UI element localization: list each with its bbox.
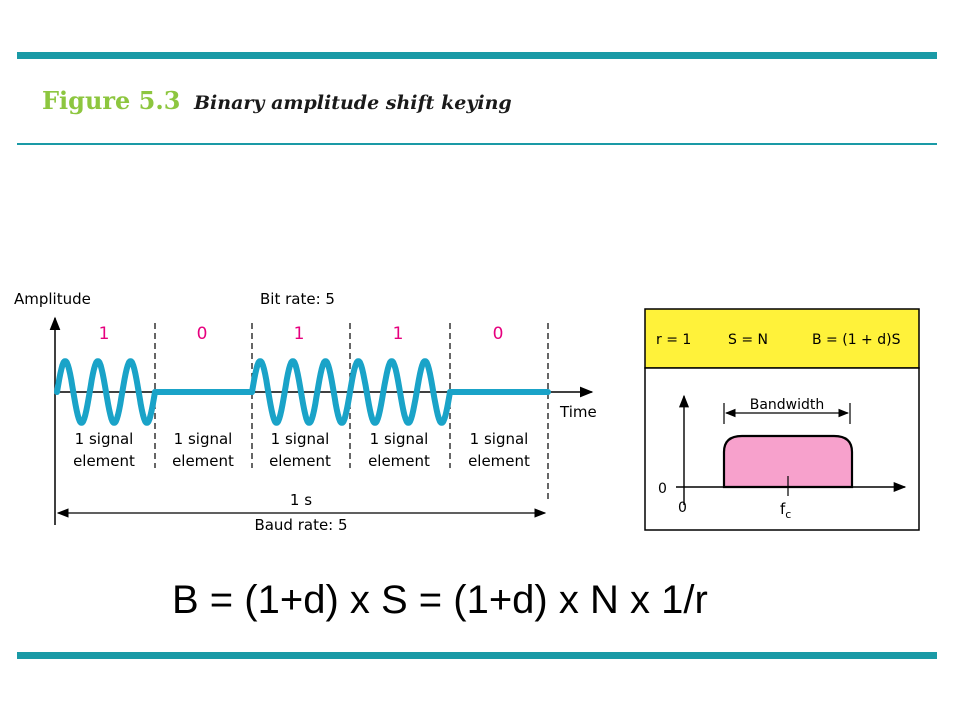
- bandwidth-box: r = 1 S = N B = (1 + d)S Bandwidth 0 0 f…: [644, 308, 920, 531]
- top-rule: [17, 52, 937, 59]
- fc-main: f: [780, 500, 786, 518]
- bit-dividers: [154, 323, 549, 500]
- signal-element-label-line1: 1 signal: [271, 430, 330, 448]
- signal-element-label-line2: element: [269, 452, 331, 470]
- time-axis-label: Time: [559, 403, 597, 421]
- amplitude-axis-label: Amplitude: [14, 290, 91, 308]
- duration-label: 1 s: [290, 491, 312, 509]
- signal-element-label-line1: 1 signal: [174, 430, 233, 448]
- figure-caption: Figure 5.3 Binary amplitude shift keying: [42, 86, 512, 115]
- signal-element-label-line1: 1 signal: [75, 430, 134, 448]
- baud-rate-label: Baud rate: 5: [254, 516, 347, 534]
- ask-waveform: [54, 358, 551, 426]
- caption-rule: [17, 143, 937, 145]
- bit-value: 1: [99, 324, 110, 344]
- bandwidth-equation: B = (1+d) x S = (1+d) x N x 1/r: [172, 578, 708, 622]
- bit-values: 1 0 1 1 0: [99, 324, 504, 344]
- carrier-frequency-label: fc: [780, 500, 791, 521]
- figure-title: Binary amplitude shift keying: [194, 92, 512, 114]
- signal-element-label-line2: element: [368, 452, 430, 470]
- signal-element-label-line2: element: [172, 452, 234, 470]
- bandwidth-label: Bandwidth: [750, 397, 825, 413]
- signal-plot: Amplitude Bit rate: 5 Time 1 0 1 1 0 1 s…: [14, 290, 597, 534]
- y-zero-label: 0: [658, 481, 667, 497]
- bit-value: 1: [393, 324, 404, 344]
- figure-label: Figure 5.3: [42, 86, 181, 115]
- bit-rate-label: Bit rate: 5: [260, 290, 335, 308]
- bandwidth-formula-label: B = (1 + d)S: [812, 332, 901, 348]
- bit-value: 0: [197, 324, 208, 344]
- ratio-label: r = 1: [656, 332, 691, 348]
- signal-element-labels: 1 signal element 1 signal element 1 sign…: [73, 430, 530, 470]
- signal-element-label-line1: 1 signal: [370, 430, 429, 448]
- bandwidth-header: [644, 308, 920, 369]
- signal-element-label-line2: element: [73, 452, 135, 470]
- signal-rate-label: S = N: [728, 332, 768, 348]
- x-zero-label: 0: [678, 500, 687, 516]
- fc-subscript: c: [785, 508, 791, 521]
- bottom-rule: [17, 652, 937, 659]
- bit-value: 0: [493, 324, 504, 344]
- bit-value: 1: [294, 324, 305, 344]
- signal-element-label-line1: 1 signal: [470, 430, 529, 448]
- spectrum-shape: [722, 434, 854, 489]
- signal-element-label-line2: element: [468, 452, 530, 470]
